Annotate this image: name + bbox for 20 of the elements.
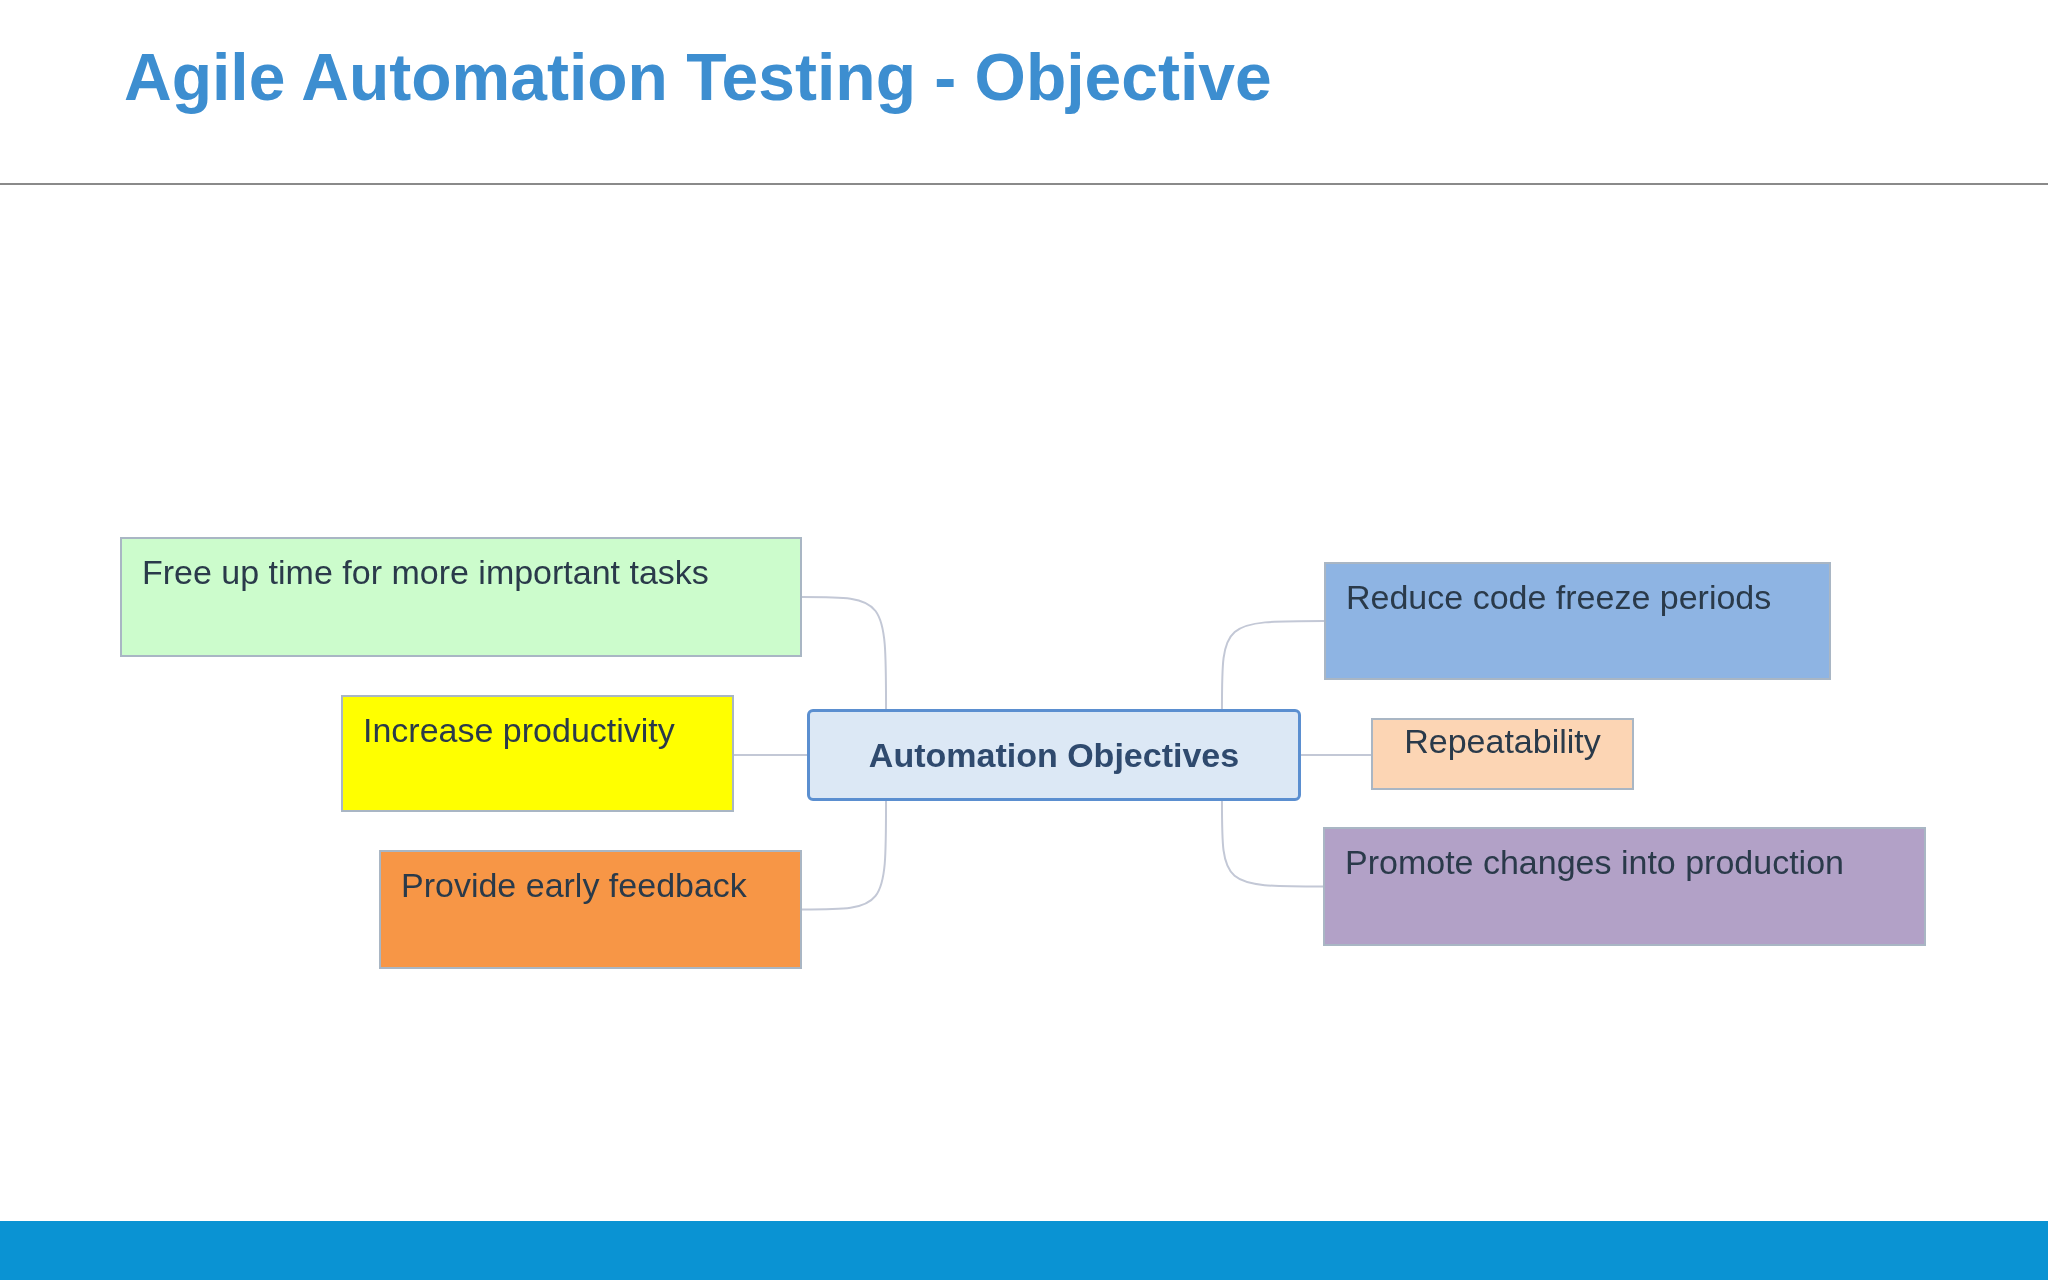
connector-line <box>733 754 808 756</box>
topic-label: Provide early feedback <box>401 865 748 906</box>
topic-box <box>1323 827 1926 946</box>
topic-box <box>120 537 802 657</box>
central-topic-box <box>807 709 1301 801</box>
topic-label: Free up time for more important tasks <box>142 552 710 593</box>
connector-line <box>1220 620 1325 710</box>
topic-box <box>341 695 734 812</box>
topic-label: Repeatability <box>1404 721 1601 762</box>
connector-line <box>1300 754 1372 756</box>
topic-box <box>1324 562 1831 680</box>
topic-box <box>1371 718 1634 790</box>
topic-box <box>379 850 802 969</box>
topic-label: Promote changes into production <box>1345 842 1845 883</box>
connector-line <box>1220 800 1324 888</box>
topic-label: Increase productivity <box>363 710 676 751</box>
topic-label: Reduce code freeze periods <box>1346 577 1773 618</box>
topic-label: Automation Objectives <box>868 734 1240 776</box>
connector-line <box>801 596 888 710</box>
connector-line <box>801 800 888 911</box>
